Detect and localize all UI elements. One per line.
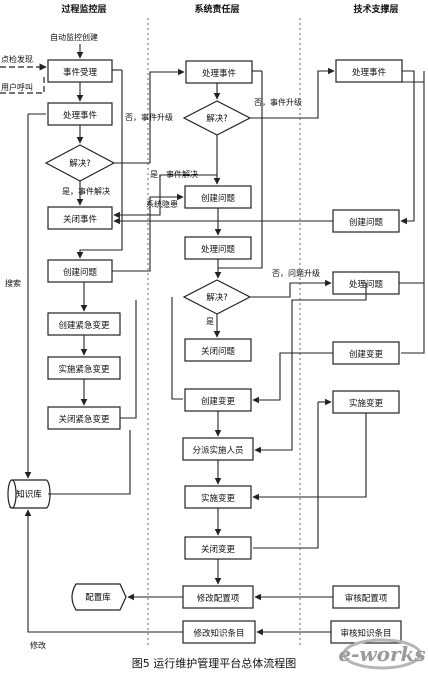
svg-text:关闭事件: 关闭事件 <box>63 214 98 225</box>
eworks-watermark: e-works <box>338 638 426 670</box>
svg-text:配置库: 配置库 <box>85 592 111 603</box>
edge <box>218 71 263 269</box>
edge <box>252 413 367 501</box>
label-yes-middle-2: 是 <box>206 317 214 326</box>
create-change-right-box: 创建变更 <box>332 341 400 365</box>
svg-text:创建紧急变更: 创建紧急变更 <box>58 320 110 331</box>
figure-caption: 图5 运行维护管理平台总体流程图 <box>132 656 297 670</box>
lane-header-system: 系统责任层 <box>194 3 239 15</box>
svg-text:创建问题: 创建问题 <box>63 267 98 278</box>
edge <box>400 70 415 225</box>
edge <box>253 402 319 549</box>
label-system-hazard: 系统隐患 <box>146 199 178 209</box>
resolved-decision-middle-1: 解决? <box>182 100 252 136</box>
close-change-box: 关闭变更 <box>184 536 252 560</box>
svg-text:创建问题: 创建问题 <box>349 217 384 228</box>
edge-escalate <box>114 68 185 164</box>
modify-knowledge-item-box: 修改知识条目 <box>182 620 256 644</box>
cmdb-store: 配置库 <box>71 583 127 611</box>
close-incident-box: 关闭事件 <box>47 206 113 230</box>
review-config-item-box: 审核配置项 <box>332 585 400 609</box>
implement-change-right-box: 实施变更 <box>332 390 400 414</box>
handle-incident-left-box: 处理事件 <box>47 102 113 126</box>
edge <box>113 135 218 219</box>
label-modify: 修改 <box>30 640 46 650</box>
edge-escalate <box>250 279 332 298</box>
label-user-call: 用户呼叫 <box>1 82 33 92</box>
label-yes-resolve-left: 是，事件解决 <box>62 186 110 196</box>
label-yes-resolve-middle: 是，事件解决 <box>150 169 198 179</box>
svg-text:事件受理: 事件受理 <box>63 67 98 78</box>
svg-text:修改知识条目: 修改知识条目 <box>193 628 244 639</box>
assign-implementer-box: 分派实施人员 <box>182 437 254 461</box>
modify-config-item-box: 修改配置项 <box>182 585 254 609</box>
svg-text:处理事件: 处理事件 <box>352 67 387 78</box>
lane-header-technical: 技术支撑层 <box>353 3 398 15</box>
edge-escalate <box>250 67 335 119</box>
label-no-escalate-left: 否，事件升级 <box>125 112 173 122</box>
svg-text:处理事件: 处理事件 <box>63 110 98 121</box>
edge <box>120 300 137 419</box>
svg-text:修改配置项: 修改配置项 <box>197 593 240 604</box>
label-no-escalate-middle: 否，事件升级 <box>254 97 302 107</box>
label-auto-monitor: 自动监控创建 <box>50 32 98 42</box>
svg-text:创建变更: 创建变更 <box>349 349 384 360</box>
create-emergency-change-box: 创建紧急变更 <box>47 312 121 336</box>
svg-text:关闭变更: 关闭变更 <box>201 544 236 555</box>
create-problem-left-box: 创建问题 <box>47 259 113 283</box>
svg-text:知识库: 知识库 <box>16 489 42 500</box>
svg-text:关闭问题: 关闭问题 <box>201 346 236 357</box>
edge-user-call <box>0 76 46 94</box>
label-spot-check: 点检发现 <box>1 54 33 64</box>
edge <box>171 297 183 400</box>
create-change-middle-box: 创建变更 <box>184 388 252 412</box>
incident-accept-box: 事件受理 <box>47 59 113 83</box>
handle-incident-middle-box: 处理事件 <box>185 60 253 84</box>
label-no-problem-escalate: 否，问题升级 <box>272 268 320 278</box>
edge-modify <box>24 509 183 633</box>
resolved-decision-left: 解决? <box>44 144 116 182</box>
svg-text:实施紧急变更: 实施紧急变更 <box>58 364 110 375</box>
edge <box>76 70 123 259</box>
implement-change-middle-box: 实施变更 <box>184 485 252 509</box>
svg-text:分派实施人员: 分派实施人员 <box>192 445 243 456</box>
edge <box>48 430 131 495</box>
svg-text:审核知识条目: 审核知识条目 <box>340 628 391 639</box>
svg-text:实施变更: 实施变更 <box>201 493 236 504</box>
implement-emergency-change-box: 实施紧急变更 <box>47 356 121 380</box>
knowledge-base-cylinder: 知识库 <box>7 479 51 509</box>
svg-text:审核配置项: 审核配置项 <box>345 593 388 604</box>
edge <box>112 193 184 272</box>
resolved-decision-middle-2: 解决? <box>182 279 252 315</box>
close-emergency-change-box: 关闭紧急变更 <box>47 406 121 430</box>
svg-text:关闭紧急变更: 关闭紧急变更 <box>58 414 110 425</box>
svg-text:创建变更: 创建变更 <box>201 396 236 407</box>
edge <box>399 282 425 354</box>
svg-text:解决?: 解决? <box>206 292 228 303</box>
svg-text:解决?: 解决? <box>206 113 228 124</box>
svg-text:解决?: 解决? <box>69 158 91 169</box>
create-problem-middle-box: 创建问题 <box>184 185 252 209</box>
handle-incident-right-box: 处理事件 <box>335 59 403 83</box>
svg-text:创建问题: 创建问题 <box>201 193 236 204</box>
svg-text:e-works: e-works <box>338 642 425 666</box>
label-search: 搜索 <box>5 278 21 288</box>
lane-header-monitoring: 过程监控层 <box>61 3 106 15</box>
create-problem-right-box: 创建问题 <box>332 209 400 233</box>
svg-text:实施变更: 实施变更 <box>349 398 384 409</box>
edge <box>254 283 367 454</box>
close-problem-box: 关闭问题 <box>184 338 252 362</box>
svg-text:处理事件: 处理事件 <box>202 68 237 79</box>
edge <box>252 352 333 404</box>
svg-text:处理问题: 处理问题 <box>201 244 236 255</box>
handle-problem-middle-box: 处理问题 <box>184 236 252 260</box>
